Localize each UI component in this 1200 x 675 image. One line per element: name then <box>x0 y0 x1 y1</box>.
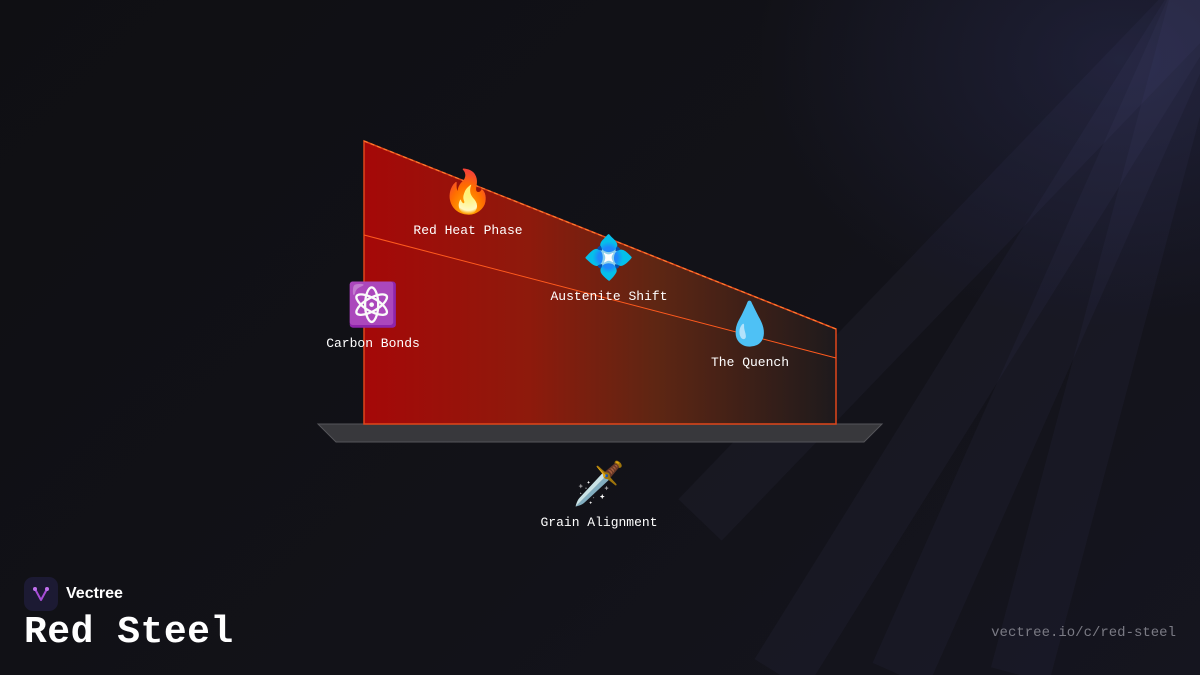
node-label-the-quench: The Quench <box>710 355 789 370</box>
node-label-carbon-bonds: Carbon Bonds <box>326 336 420 351</box>
brand-name: Vectree <box>66 585 123 602</box>
brand: Vectree <box>24 577 123 611</box>
vectree-logo-icon <box>24 577 58 611</box>
slab-divider-line <box>363 234 837 359</box>
page-url[interactable]: vectree.io/c/red-steel <box>991 625 1176 641</box>
diamond-icon: 💠 <box>582 233 636 282</box>
dagger-icon: 🗡️ <box>572 459 626 508</box>
droplet-icon: 💧 <box>723 299 777 348</box>
node-label-grain-alignment: Grain Alignment <box>540 515 658 530</box>
page-title: Red Steel <box>24 611 234 654</box>
node-label-austenite-shift: Austenite Shift <box>550 289 668 304</box>
node-label-red-heat-phase: Red Heat Phase <box>413 223 523 238</box>
atom-icon: ⚛️ <box>346 280 400 329</box>
base-platform <box>316 423 884 443</box>
fire-icon: 🔥 <box>441 167 495 216</box>
slab-top-dashed-edge <box>363 140 837 330</box>
